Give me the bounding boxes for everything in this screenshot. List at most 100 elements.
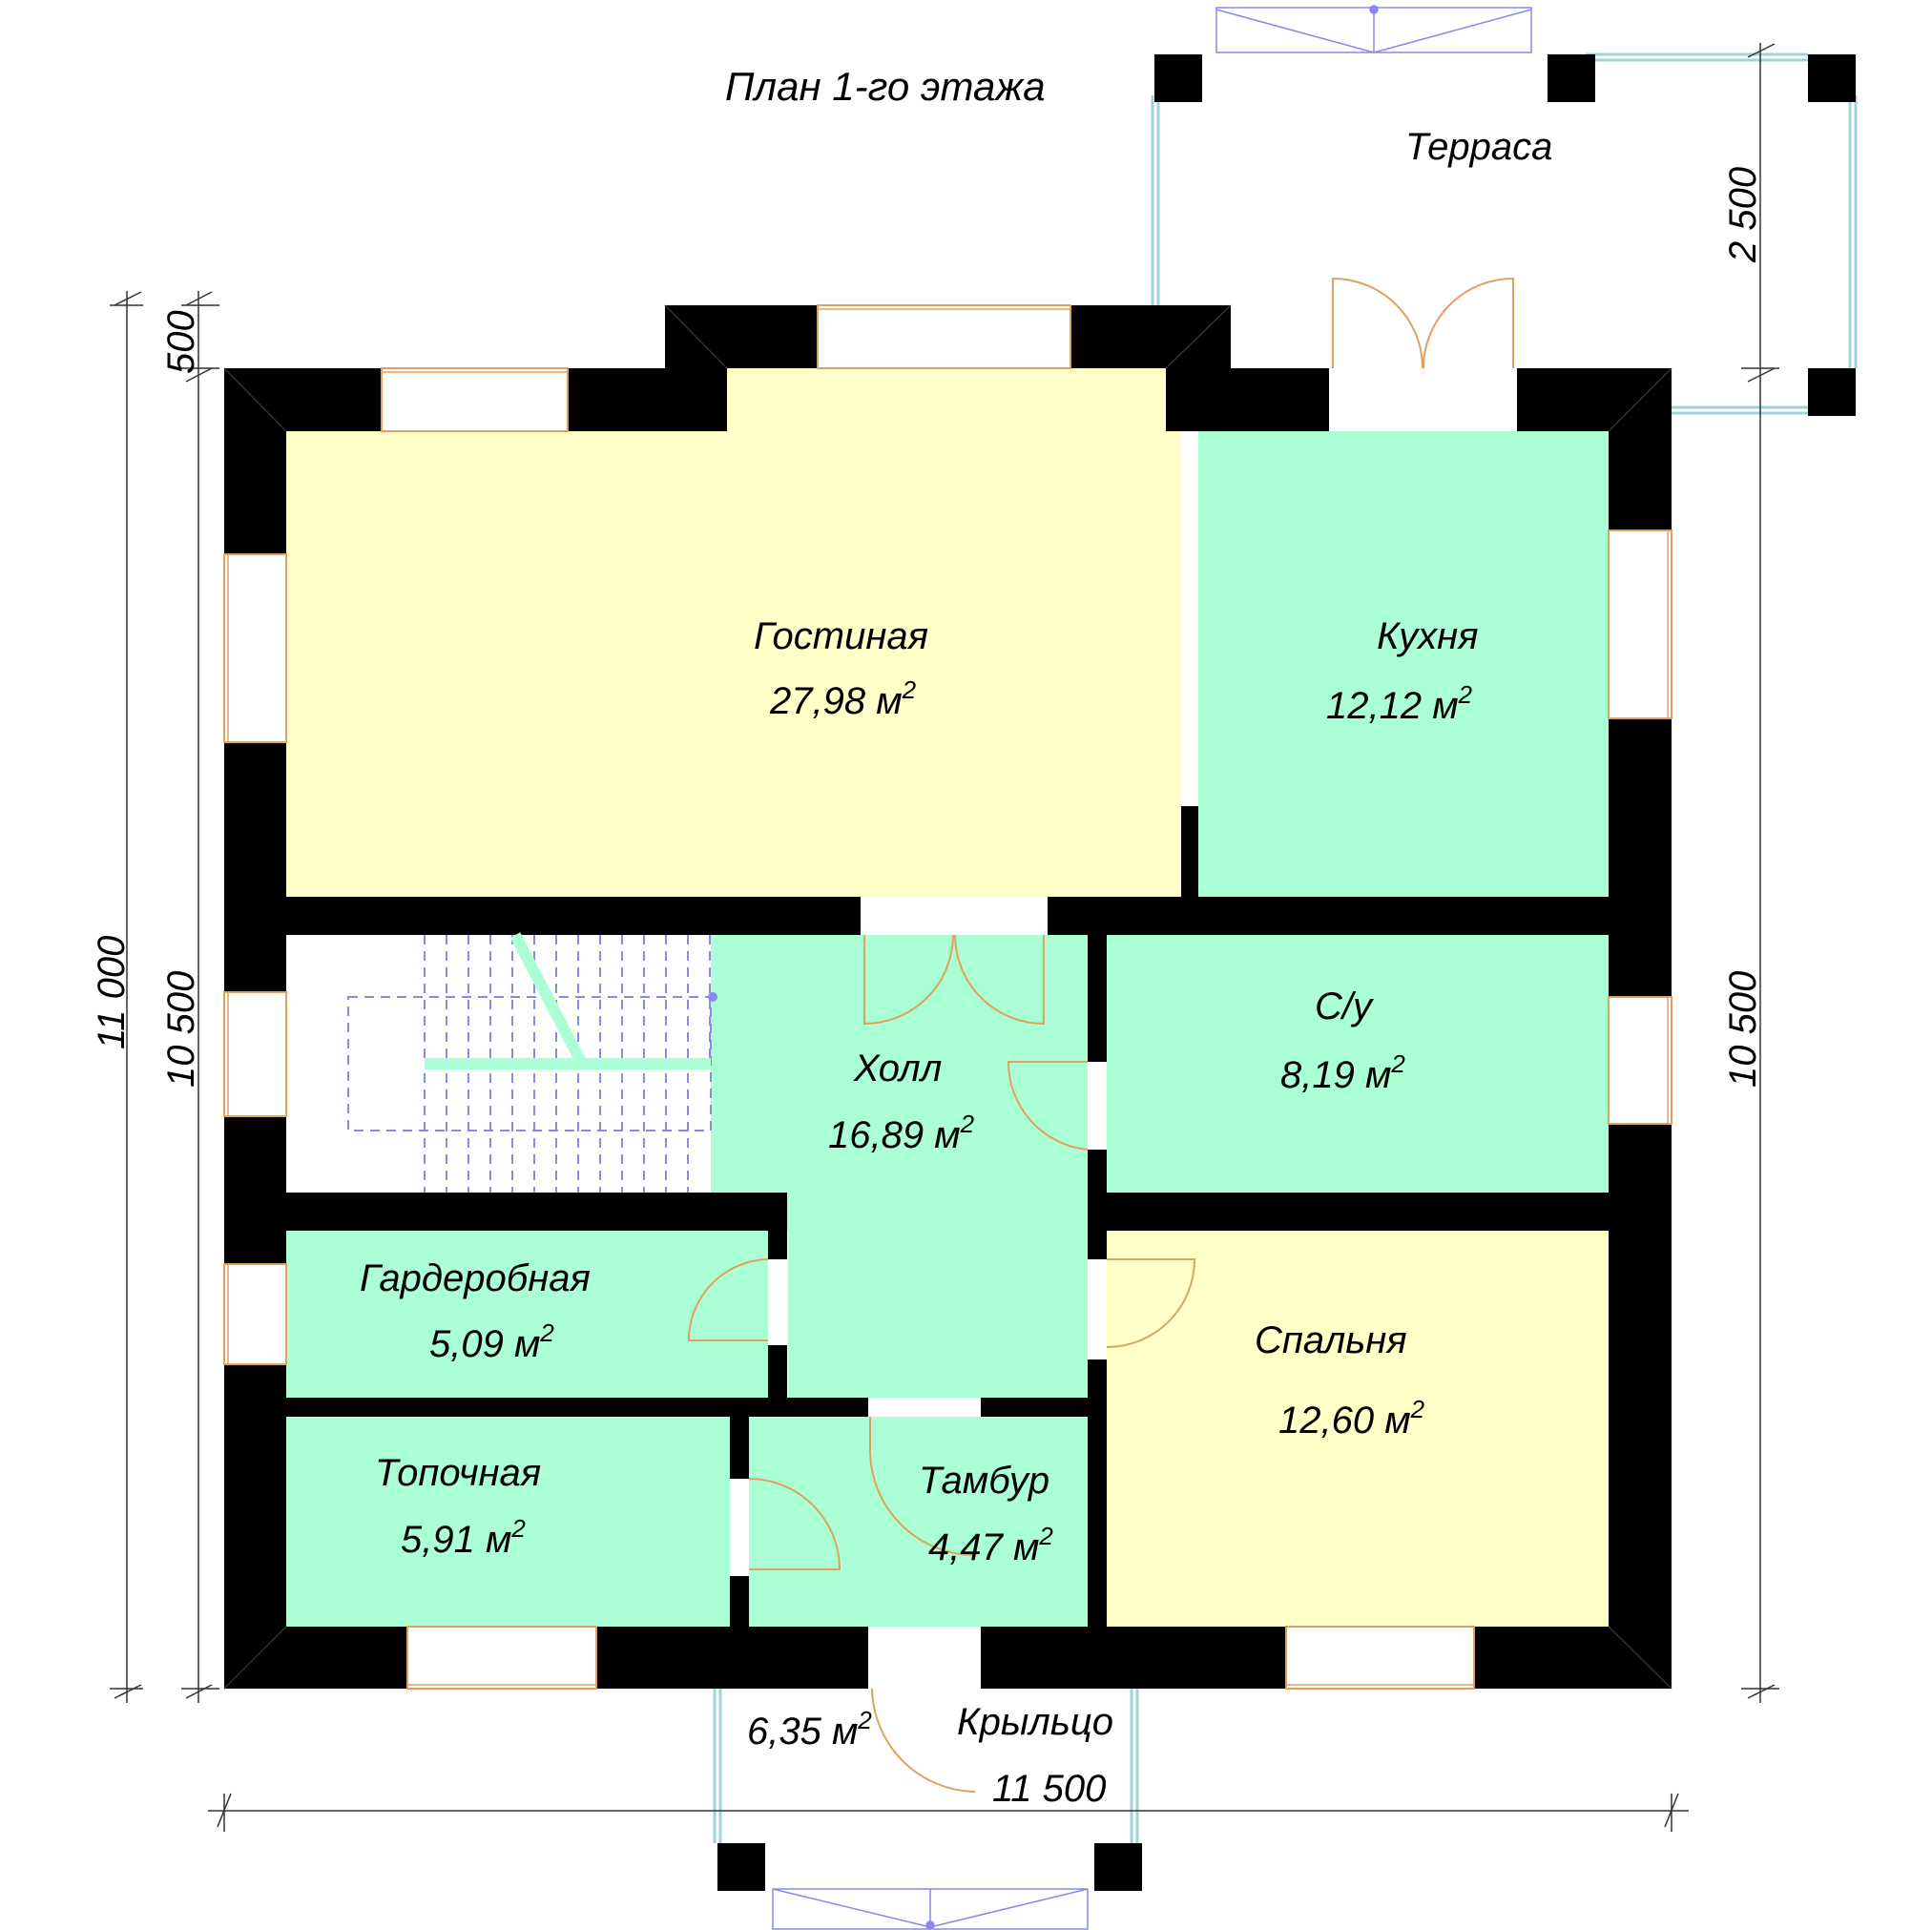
- living-room-fill: [286, 368, 1181, 897]
- furnace-door-swing: [748, 1478, 841, 1570]
- terrace: [1151, 5, 1858, 416]
- window-bottom-furnace: [406, 1626, 597, 1690]
- entry-door-swing: [871, 1688, 976, 1793]
- wall-bay-left: [665, 305, 818, 368]
- room-name-kitchen: Кухня: [1377, 615, 1479, 657]
- bath-door-swing: [1007, 1061, 1089, 1151]
- wall-living-hall-left: [286, 897, 861, 935]
- furnace-fill: [286, 1417, 730, 1627]
- room-name-living: Гостиная: [754, 615, 928, 657]
- terrace-door-swing-right: [1423, 277, 1514, 369]
- terrace-door-opening: [1329, 368, 1517, 431]
- wall-bottom-a: [224, 1627, 407, 1689]
- dim-right-height: 10 500: [1722, 971, 1764, 1088]
- wall-top-right-a: [1231, 368, 1329, 431]
- dim-width: 11 500: [992, 1768, 1106, 1810]
- wall-hall-bed-b: [1088, 1359, 1107, 1627]
- terrace-rails: [1151, 52, 1858, 415]
- wall-bath-bedroom: [1088, 1193, 1609, 1231]
- wall-bottom-d: [1474, 1627, 1672, 1689]
- staircase: [347, 932, 717, 1193]
- window-top-living-bay: [817, 304, 1071, 369]
- porch: [713, 1689, 1142, 1930]
- terrace-posts: [1154, 54, 1856, 416]
- bathroom-fill: [1107, 935, 1609, 1193]
- porch-posts: [717, 1843, 1142, 1891]
- bedroom-door-opening: [1088, 1259, 1107, 1359]
- hall-living-door-opening: [861, 897, 1048, 935]
- bedroom-fill: [1107, 1231, 1609, 1627]
- exterior-walls: [224, 305, 1672, 1689]
- room-area-furnace: 5,91 м2: [401, 1514, 526, 1561]
- wall-stair-wardrobe: [286, 1193, 787, 1231]
- vestibule-door-swing: [869, 1417, 976, 1556]
- kitchen-fill: [1198, 431, 1609, 897]
- hall-fill: [711, 935, 1088, 1398]
- wall-right-c: [1609, 1124, 1672, 1689]
- hall-door-swing-right: [954, 934, 1045, 1026]
- corner-diagonals: [223, 304, 1672, 1690]
- room-name-hall: Холл: [853, 1048, 942, 1090]
- doors: [687, 277, 1517, 1793]
- room-area-living: 27,98 м2: [769, 675, 917, 722]
- bedroom-door-swing: [1106, 1258, 1196, 1348]
- room-area-wardrobe: 5,09 м2: [429, 1318, 554, 1365]
- room-name-wardrobe: Гардеробная: [360, 1257, 591, 1299]
- wall-living-kitchen: [1181, 806, 1198, 897]
- window-right-bath: [1608, 996, 1672, 1125]
- wall-bottom-c: [981, 1627, 1286, 1689]
- plan-title: План 1-го этажа: [725, 64, 1046, 109]
- wall-furnace-vestibule-b: [730, 1576, 749, 1627]
- room-fills: [286, 368, 1609, 1627]
- wall-left-c: [224, 1116, 286, 1264]
- window-frame-lines: [227, 308, 1669, 1686]
- interior-walls: [286, 806, 1609, 1627]
- terrace-gate: [1215, 5, 1532, 53]
- porch-rails: [713, 1689, 1139, 1843]
- wall-right-b: [1609, 718, 1672, 997]
- dim-overall-height: 11 000: [91, 936, 133, 1049]
- wall-wardrobe-hall-a: [768, 1193, 787, 1259]
- room-name-terrace: Терраса: [1405, 126, 1552, 168]
- wardrobe-fill: [286, 1231, 768, 1398]
- room-area-kitchen: 12,12 м2: [1326, 680, 1473, 727]
- dimension-lines: [110, 43, 1779, 1832]
- window-left-wardrobe: [223, 1263, 287, 1365]
- wall-top-mid-left: [568, 368, 727, 431]
- room-name-bathroom: С/у: [1315, 986, 1375, 1027]
- wardrobe-door-swing: [687, 1258, 769, 1341]
- dim-top-offset: 500: [160, 310, 202, 374]
- room-name-furnace: Топочная: [375, 1452, 541, 1494]
- dim-left-height: 10 500: [160, 971, 202, 1088]
- wall-bay-right-post: [1166, 305, 1231, 431]
- room-area-vestibule: 4,47 м2: [928, 1522, 1053, 1568]
- room-area-bathroom: 8,19 м2: [1280, 1049, 1405, 1096]
- wall-living-hall-right: [1048, 897, 1609, 935]
- room-name-vestibule: Тамбур: [919, 1460, 1049, 1502]
- wall-left-b: [224, 742, 286, 992]
- wall-wardrobe-hall-b: [768, 1345, 787, 1398]
- room-area-porch: 6,35 м2: [747, 1706, 872, 1753]
- wall-right-a: [1609, 368, 1672, 530]
- window-left-living: [223, 553, 287, 743]
- terrace-door-swing-left: [1332, 277, 1423, 369]
- window-left-stair: [223, 991, 287, 1117]
- wall-furnace-vestibule-a: [730, 1417, 749, 1479]
- hall-door-swing-left: [863, 934, 954, 1026]
- wall-left-a: [224, 368, 286, 554]
- room-name-bedroom: Спальня: [1255, 1319, 1407, 1361]
- wall-hall-bath-a: [1088, 935, 1107, 1062]
- room-area-bedroom: 12,60 м2: [1278, 1395, 1425, 1442]
- entry-door-opening: [868, 1627, 981, 1689]
- vestibule-fill: [749, 1417, 1088, 1627]
- wall-bottom-b: [596, 1627, 868, 1689]
- porch-gate: [772, 1888, 1089, 1930]
- room-area-hall: 16,89 м2: [828, 1110, 975, 1156]
- wall-hall-vestibule: [981, 1398, 1088, 1417]
- window-top-living-left: [381, 367, 569, 432]
- window-right-kitchen: [1608, 529, 1672, 719]
- window-bottom-bedroom: [1285, 1626, 1475, 1690]
- windows: [223, 304, 1672, 1690]
- room-name-porch: Крыльцо: [957, 1701, 1113, 1743]
